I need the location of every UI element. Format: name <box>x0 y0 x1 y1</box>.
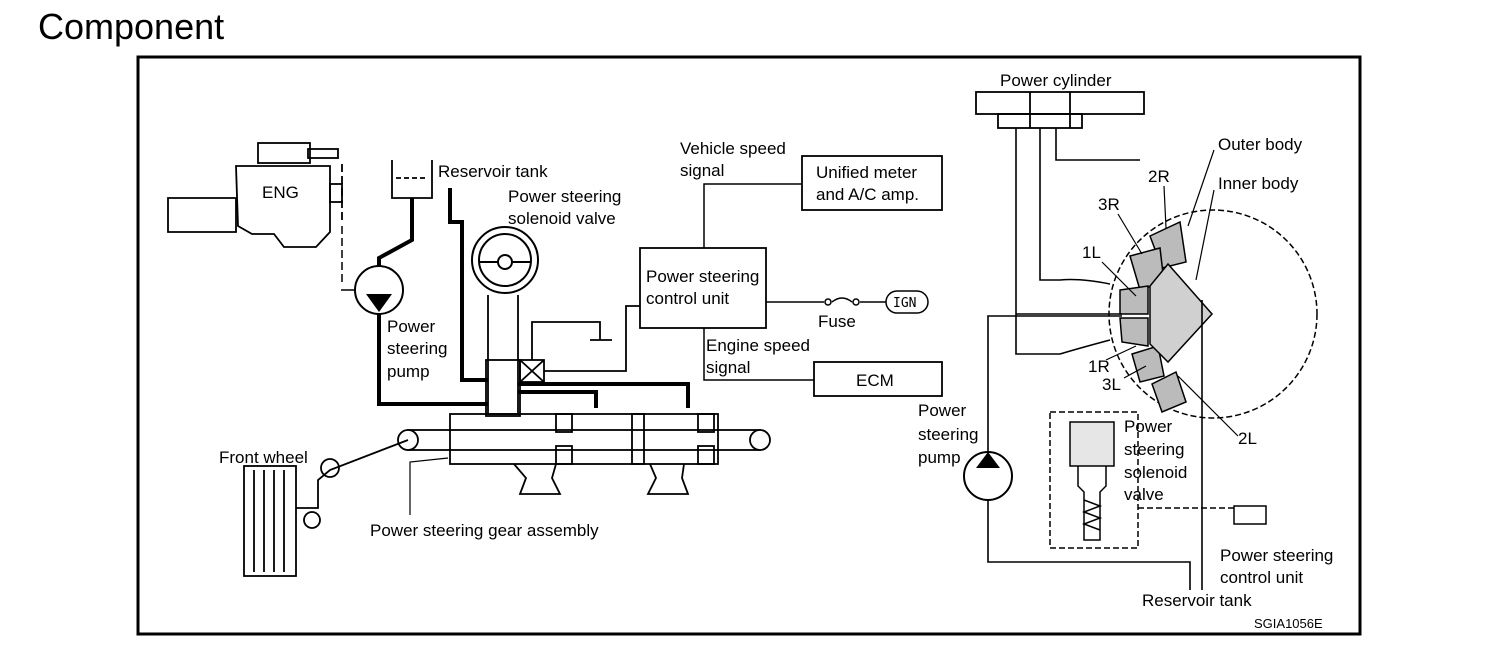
solenoid-right-label-3: solenoid <box>1124 463 1187 482</box>
solenoid-right-label-1: Power <box>1124 417 1173 436</box>
control-unit-left-box <box>639 247 767 329</box>
engine-speed-line <box>703 328 814 381</box>
pump-left-label-1: Power <box>387 317 436 336</box>
engine-speed-label-2: signal <box>706 358 750 377</box>
steering-wheel <box>471 226 539 294</box>
port-3r-label: 3R <box>1098 195 1120 214</box>
hydraulic-lines-right <box>987 128 1203 590</box>
fuse-circuit <box>766 290 929 314</box>
unified-meter-label-2: and A/C amp. <box>816 185 919 204</box>
hydraulic-lines-left <box>377 188 690 408</box>
control-unit-left-label-1: Power steering <box>646 267 759 286</box>
solenoid-right-label-4: valve <box>1124 485 1164 504</box>
ecm-box <box>813 361 943 397</box>
port-1r-label: 1R <box>1088 357 1110 376</box>
pump-right-label-3: pump <box>918 448 961 467</box>
port-2r-label: 2R <box>1148 167 1170 186</box>
ps-solenoid-valve-label-2: solenoid valve <box>508 209 616 228</box>
vehicle-speed-label-2: signal <box>680 161 724 180</box>
control-unit-left-label-2: control unit <box>646 289 729 308</box>
ps-solenoid-valve-label-1: Power steering <box>508 187 621 206</box>
vehicle-speed-label-1: Vehicle speed <box>680 139 786 158</box>
inner-body-label: Inner body <box>1218 174 1299 193</box>
reservoir-tank-left <box>391 160 433 199</box>
unified-meter-label-1: Unified meter <box>816 163 917 182</box>
gear-assembly <box>397 413 771 495</box>
ecm-label: ECM <box>856 371 894 390</box>
fuse-label: Fuse <box>818 312 856 331</box>
reservoir-tank-left-label: Reservoir tank <box>438 162 548 181</box>
vehicle-speed-line <box>703 183 802 248</box>
engine <box>167 142 343 248</box>
reservoir-tank-right-label: Reservoir tank <box>1142 591 1252 610</box>
gear-assembly-leader <box>409 457 449 515</box>
port-2l-label: 2L <box>1238 429 1257 448</box>
solenoid-valve-right <box>1049 411 1267 549</box>
pump-left-label-2: steering <box>387 339 447 358</box>
control-unit-right-label-1: Power steering <box>1220 546 1333 565</box>
pump-right-label-1: Power <box>918 401 967 420</box>
steering-column <box>485 295 521 417</box>
power-cylinder-label: Power cylinder <box>1000 71 1112 90</box>
solenoid-valve-left <box>519 305 640 383</box>
front-wheel <box>243 439 409 577</box>
pump-right <box>963 451 1013 501</box>
solenoid-right-label-2: steering <box>1124 440 1184 459</box>
engine-label: ENG <box>262 183 299 202</box>
outer-body-label: Outer body <box>1218 135 1303 154</box>
page-title: Component <box>38 6 225 47</box>
pump-left-label-3: pump <box>387 362 430 381</box>
rotary-valve <box>1108 209 1318 419</box>
control-unit-right-label-2: control unit <box>1220 568 1303 587</box>
pump-left <box>341 265 404 315</box>
pump-right-label-2: steering <box>918 425 978 444</box>
diagram-frame <box>136 55 1362 636</box>
port-3l-label: 3L <box>1102 375 1121 394</box>
figure-code: SGIA1056E <box>1254 616 1323 631</box>
port-1l-label: 1L <box>1082 243 1101 262</box>
gear-assembly-label: Power steering gear assembly <box>370 521 599 540</box>
port-leaders <box>1101 149 1239 437</box>
ign-label: IGN <box>893 296 916 311</box>
engine-speed-label-1: Engine speed <box>706 336 810 355</box>
unified-meter-box <box>801 155 943 211</box>
power-cylinder <box>975 91 1145 129</box>
front-wheel-label: Front wheel <box>219 448 308 467</box>
